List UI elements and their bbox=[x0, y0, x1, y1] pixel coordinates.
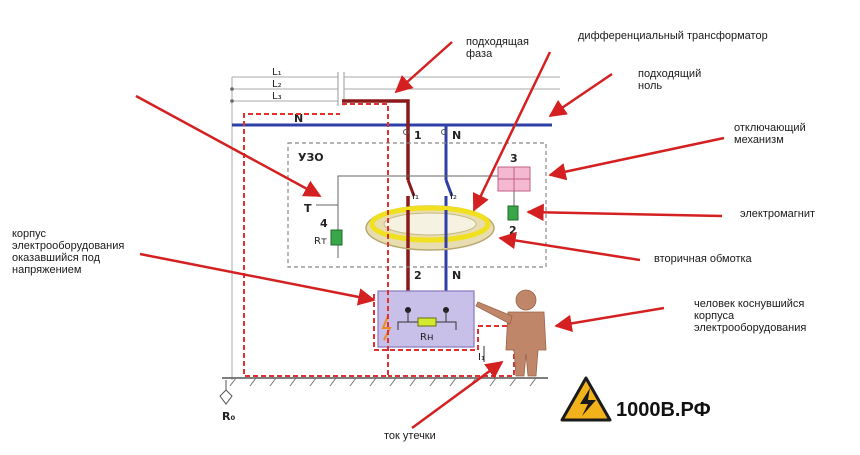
arrow-electromagnet bbox=[526, 203, 723, 222]
label-R0: R₀ bbox=[222, 410, 235, 423]
arrow-incoming-neutral bbox=[548, 72, 613, 118]
callout-incoming-neutral: подходящий ноль bbox=[638, 68, 702, 92]
leakage-path-upper bbox=[243, 103, 389, 377]
label-RT: Rт bbox=[314, 236, 327, 247]
callout-electromagnet: электромагнит bbox=[740, 208, 816, 220]
neutral-switch bbox=[444, 179, 454, 197]
electromagnet bbox=[507, 205, 519, 221]
label-terminal-N-top: N bbox=[452, 129, 461, 142]
phase-dots bbox=[230, 87, 234, 103]
terminal-N-top bbox=[441, 129, 447, 135]
brand-logo: 1000В.РФ bbox=[560, 376, 711, 422]
arrow-diff-transformer bbox=[472, 51, 552, 212]
lightning-icon bbox=[580, 388, 596, 416]
label-block-4: 4 bbox=[320, 217, 328, 230]
callout-equipment-casing: корпус электрооборудования оказавшийся п… bbox=[12, 228, 125, 276]
label-terminal-N-bottom: N bbox=[452, 269, 461, 282]
arrow-trip-mechanism bbox=[548, 136, 725, 181]
label-terminal-2: 2 bbox=[414, 269, 422, 282]
arrow-incoming-phase bbox=[394, 41, 453, 94]
leakage-path-lower bbox=[373, 294, 515, 377]
label-block-3: 3 bbox=[510, 152, 518, 165]
phase-conductor bbox=[342, 99, 410, 180]
label-L1: L₁ bbox=[272, 67, 282, 78]
label-T: T bbox=[304, 202, 312, 215]
test-resistor bbox=[330, 229, 343, 246]
rcd-housing bbox=[287, 142, 547, 268]
label-If: I₁ bbox=[478, 352, 485, 363]
load-resistor bbox=[417, 317, 437, 327]
person-head bbox=[515, 289, 537, 311]
trip-linkage bbox=[337, 175, 498, 181]
callout-incoming-phase: подходящая фаза bbox=[466, 36, 530, 60]
arrow-equipment-casing bbox=[139, 252, 376, 306]
differential-transformer bbox=[365, 205, 495, 251]
label-terminal-1: 1 bbox=[414, 129, 422, 142]
callout-diff-transformer: дифференциальный трансформатор bbox=[578, 30, 768, 42]
toroid-core bbox=[369, 205, 491, 243]
label-L3: L₃ bbox=[272, 91, 282, 102]
arrow-person bbox=[554, 306, 665, 333]
phase-lines bbox=[231, 72, 560, 380]
label-RN: Rн bbox=[420, 332, 434, 343]
dot bbox=[230, 87, 234, 91]
toroid-hole bbox=[383, 212, 477, 236]
label-N-bus: N bbox=[294, 112, 303, 125]
person-figure bbox=[475, 289, 547, 377]
phase-switch bbox=[406, 179, 416, 197]
ground-electrode bbox=[219, 380, 233, 405]
callout-person: человек коснувшийся корпуса электрообору… bbox=[694, 298, 807, 334]
ground-hatch bbox=[229, 377, 537, 387]
arrow-secondary-winding bbox=[498, 231, 641, 262]
label-I1: I₁ bbox=[412, 191, 419, 202]
brand-text: 1000В.РФ bbox=[616, 399, 711, 421]
terminal-1 bbox=[403, 129, 409, 135]
arrow-test-button bbox=[135, 94, 322, 198]
callout-leakage-current: ток утечки bbox=[384, 430, 436, 442]
callout-arrows bbox=[135, 41, 725, 430]
label-rcd: УЗО bbox=[298, 151, 324, 164]
person-body bbox=[505, 311, 547, 377]
dot bbox=[230, 99, 234, 103]
arrow-leakage-current bbox=[411, 360, 504, 430]
label-L2: L₂ bbox=[272, 79, 282, 90]
person-arm bbox=[475, 301, 513, 325]
callout-trip-mechanism: отключающий механизм bbox=[734, 122, 806, 146]
label-I2: I₂ bbox=[450, 191, 457, 202]
label-block-2: 2 bbox=[509, 224, 517, 237]
callout-secondary-winding: вторичная обмотка bbox=[654, 253, 752, 265]
